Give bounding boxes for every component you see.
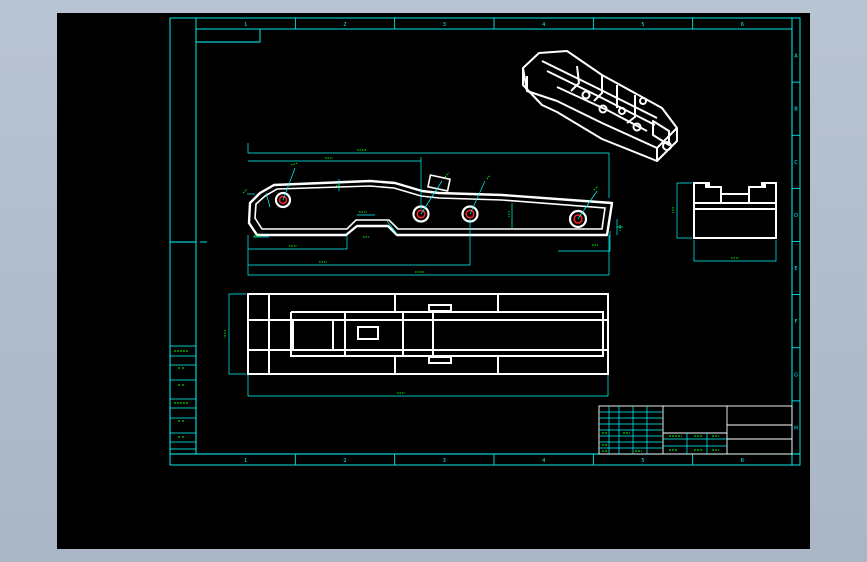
lever-end-view[interactable]	[672, 182, 777, 262]
zone-number-top: 3	[443, 22, 446, 28]
zone-letter-right: E	[794, 266, 797, 272]
zone-number-top: 5	[641, 22, 644, 28]
zone-letter-right: A	[794, 54, 798, 60]
zone-number-bottom: 5	[641, 458, 644, 464]
top-boss	[427, 174, 451, 192]
side-view-inner-outline	[254, 185, 606, 230]
hole-4	[568, 209, 588, 229]
revision-block	[169, 345, 197, 450]
zone-number-top: 1	[244, 22, 247, 28]
hole-1	[274, 191, 292, 209]
zone-number-bottom: 3	[443, 458, 446, 464]
zone-number-bottom: 4	[542, 458, 545, 464]
side-view-dimensions	[247, 143, 623, 276]
top-view-dim-text	[224, 330, 405, 394]
zone-letter-right: F	[795, 319, 798, 325]
side-view-outline	[247, 179, 614, 237]
end-view-dimensions	[676, 182, 777, 262]
end-view-dim-text	[672, 207, 739, 259]
zone-letter-right: D	[794, 213, 798, 219]
lever-side-view[interactable]	[242, 143, 623, 276]
title-block-text-marks	[602, 432, 719, 452]
title-block-grid	[599, 406, 727, 454]
drawing-frame	[169, 17, 801, 466]
top-view-geometry	[247, 293, 609, 375]
zone-number-top: 2	[343, 22, 346, 28]
zone-number-bottom: 2	[343, 458, 346, 464]
zone-letter-right: C	[794, 160, 798, 166]
end-view-geometry	[693, 182, 777, 239]
zone-letter-right: H	[794, 425, 798, 431]
zone-number-top: 6	[741, 22, 744, 28]
zone-letter-right: B	[794, 107, 798, 113]
zone-number-bottom: 6	[741, 458, 744, 464]
zone-letter-right: G	[794, 372, 798, 378]
pivot-holes	[274, 191, 588, 229]
revision-block-marks	[174, 350, 188, 438]
lever-isometric-view[interactable]	[522, 50, 678, 162]
top-view-dimensions	[228, 293, 609, 397]
zone-number-bottom: 1	[244, 458, 247, 464]
lever-top-view[interactable]	[224, 293, 609, 397]
side-view-dim-text	[242, 149, 621, 273]
zone-dividers	[294, 18, 800, 465]
zone-number-top: 4	[542, 22, 545, 28]
